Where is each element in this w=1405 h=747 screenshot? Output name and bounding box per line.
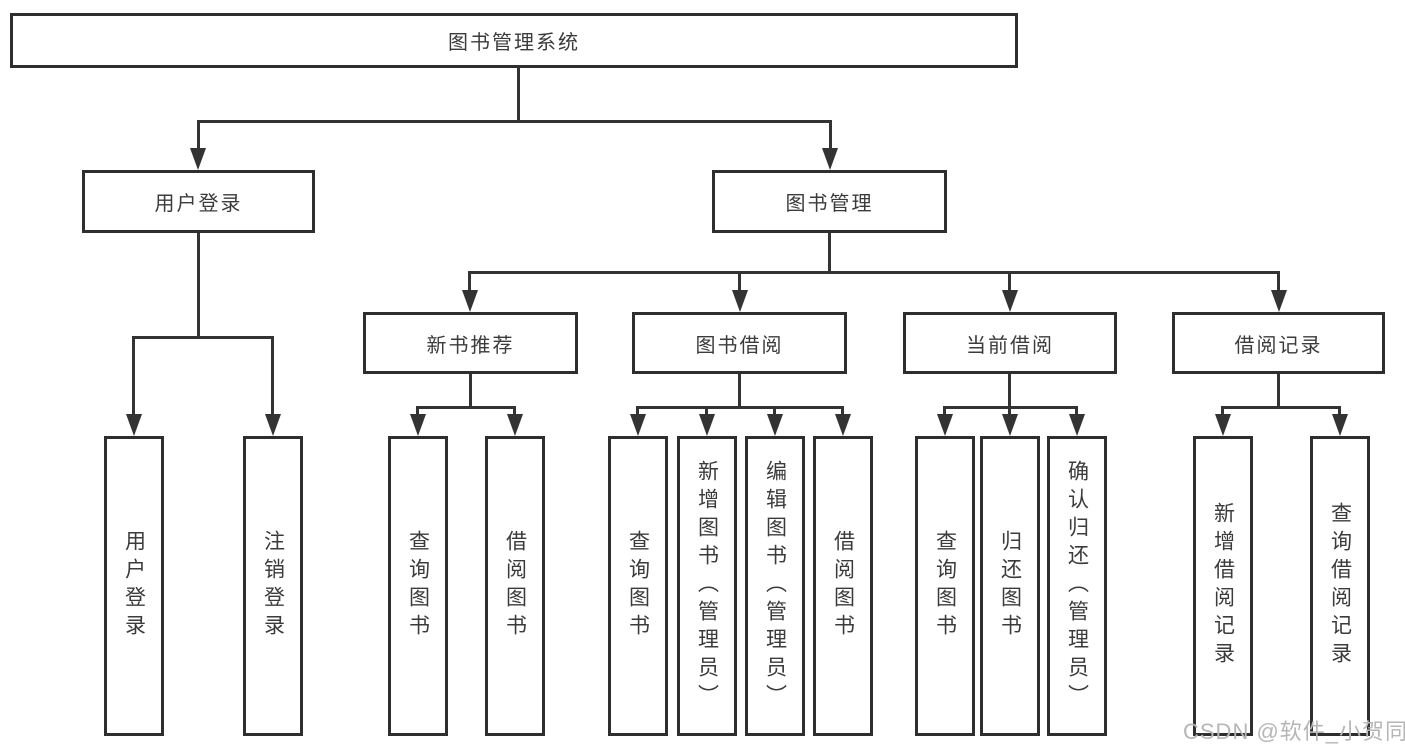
connector-line [943,406,946,416]
leaf-borrow-books-recommend: 借阅图书 [485,436,545,736]
connector-line [738,271,741,292]
connector-line [1221,406,1224,416]
arrow-down-icon [265,414,281,436]
arrow-down-icon [1002,290,1018,312]
connector-line [738,374,741,406]
connector-line [416,406,419,416]
leaf-add-book-admin: 新增图书（管理员） [677,436,737,736]
arrow-down-icon [462,290,478,312]
connector-line [132,336,135,416]
csdn-watermark: CSDN @软件_小贺同学 [1183,719,1405,744]
leaf-return-book: 归还图书 [980,436,1040,736]
connector-line [1277,374,1280,406]
connector-line [1338,406,1341,416]
node-user-login: 用户登录 [82,170,315,233]
leaf-edit-book-admin: 编辑图书（管理员） [745,436,805,736]
arrow-down-icon [410,414,426,436]
connector-line [828,233,831,271]
arrow-down-icon [507,414,523,436]
connector-line [636,406,639,416]
connector-line [468,271,471,292]
node-book-management: 图书管理 [712,170,947,233]
arrow-down-icon [126,414,142,436]
connector-line [517,68,520,120]
connector-line [1277,271,1280,292]
leaf-confirm-return-admin: 确认归还（管理员） [1047,436,1107,736]
node-new-book-recommend: 新书推荐 [363,312,578,374]
connector-line [271,336,274,416]
arrow-down-icon [1271,290,1287,312]
arrow-down-icon [1332,414,1348,436]
connector-line [197,233,200,336]
arrow-down-icon [699,414,715,436]
leaf-query-books-borrow: 查询图书 [608,436,668,736]
node-current-borrow: 当前借阅 [903,312,1117,374]
leaf-add-borrow-record: 新增借阅记录 [1193,436,1253,736]
leaf-user-login: 用户登录 [104,436,164,736]
connector-line [1008,271,1011,292]
arrow-down-icon [1002,414,1018,436]
leaf-borrow-books: 借阅图书 [813,436,873,736]
connector-line [1075,406,1078,416]
arrow-down-icon [937,414,953,436]
arrow-down-icon [767,414,783,436]
node-book-borrow: 图书借阅 [632,312,847,374]
arrow-down-icon [1069,414,1085,436]
arrow-down-icon [835,414,851,436]
connector-line [469,374,472,406]
connector-line [773,406,776,416]
connector-line [841,406,844,416]
leaf-logout: 注销登录 [243,436,303,736]
leaf-query-borrow-record: 查询借阅记录 [1310,436,1370,736]
connector-line [705,406,708,416]
connector-line [636,406,844,409]
leaf-query-books-current: 查询图书 [915,436,975,736]
arrow-down-icon [1215,414,1231,436]
connector-line [416,406,516,409]
arrow-down-icon [630,414,646,436]
arrow-down-icon [822,148,838,170]
arrow-down-icon [190,148,206,170]
connector-line [468,271,1280,274]
connector-line [1008,406,1011,416]
connector-line [1221,406,1341,409]
node-borrow-records: 借阅记录 [1172,312,1385,374]
connector-line [1008,374,1011,406]
connector-line [513,406,516,416]
connector-line [197,120,832,123]
arrow-down-icon [732,290,748,312]
connector-line [829,120,832,150]
connector-line [132,336,274,339]
node-library-system: 图书管理系统 [10,13,1018,68]
leaf-query-books-recommend: 查询图书 [388,436,448,736]
connector-line [197,120,200,150]
